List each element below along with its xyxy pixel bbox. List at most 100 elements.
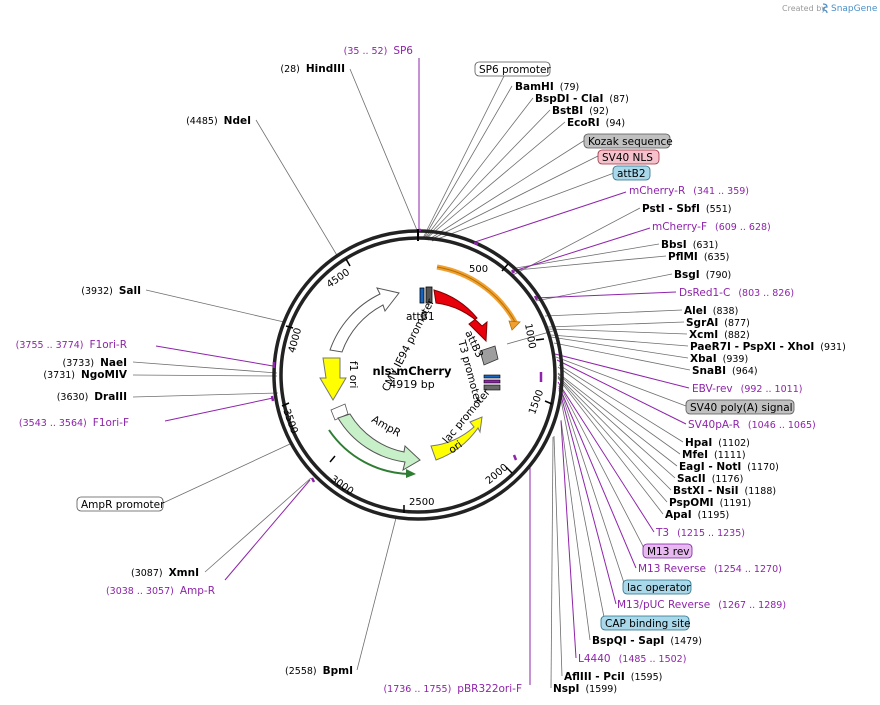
feature-box-sv40-nls [597,149,660,165]
primer-label-dsred1-c: DsRed1-C(803 .. 826) [679,287,794,299]
site-label-psti-sbfi: PstI - SbfI(551) [642,203,731,215]
cmv-promoter-feature [329,287,400,353]
site-label-naei: (3733)NaeI [63,357,128,369]
ampr-promoter-marker [330,403,349,421]
ampr-outer-line [328,429,411,475]
tick-label-2000: 2000 [484,462,511,487]
plasmid-length: 4919 bp [389,378,434,391]
snapgene-brand: SnapGene [831,4,878,14]
snapgene-logo-icon [822,3,828,14]
site-label-snabi: SnaBI(964) [692,365,758,377]
created-by-text: Created by [782,4,826,13]
tick-label-500: 500 [469,264,488,275]
feature-box-ampr-promoter [76,496,164,512]
site-label-bstxi-nsii: BstXI - NsiI(1188) [673,485,776,497]
primer-label-sp6: (35 .. 52)SP6 [344,45,414,57]
ampr-label: AmpR [369,413,402,439]
primer-label-f1ori-r: (3755 .. 3774)F1ori-R [16,339,127,351]
feature-box-kozak [583,133,671,149]
primer-connector-lines [155,58,690,685]
m13-rev-marker [483,379,501,384]
feature-label-sv40-nls: SV40 NLS [602,152,653,164]
feature-box-cap-binding [600,615,690,631]
tick-label-2500: 2500 [409,497,434,508]
site-label-ecori: EcoRI(94) [567,117,625,129]
primer-label-m13-reverse: M13 Reverse(1254 .. 1270) [638,563,782,575]
feature-box-lac-operator [622,579,692,595]
site-label-eagi-noti: EagI - NotI(1170) [679,461,779,473]
right-site-labels: BamHI(79) BspDI - ClaI(87) BstBI(92) Eco… [515,81,846,695]
tick-label-1000: 1000 [522,323,537,350]
site-label-alei: AleI(838) [684,305,738,317]
attb1-label: attB1 [406,311,435,323]
site-label-draiii: (3630)DraIII [57,391,127,403]
primer-label-l4440: L4440(1485 .. 1502) [578,653,686,665]
site-label-bsgi: BsgI(790) [674,269,731,281]
site-label-bbsi: BbsI(631) [661,239,718,251]
feature-box-sv40-polya [685,399,795,415]
primer-label-amp-r: (3038 .. 3057)Amp-R [106,585,215,597]
site-label-apai: ApaI(1195) [665,509,729,521]
feature-label-ampr-promoter: AmpR promoter [81,499,165,511]
attb3-marker [483,374,501,379]
feature-label-attb2: attB2 [617,168,646,180]
orange-feature-arrow-icon [508,320,521,331]
primer-label-mcherry-f: mCherry-F(609 .. 628) [652,221,771,233]
ruler-ticks [281,258,553,513]
site-label-mfei: MfeI(1111) [682,449,746,461]
site-label-bamhi: BamHI(79) [515,81,579,93]
feature-label-lac-operator: lac operator [627,582,691,594]
ori-feature [430,416,483,461]
feature-box-sp6-promoter [474,61,551,77]
site-label-bpmi: (2558)BpmI [285,665,353,677]
site-label-pspomi: PspOMI(1191) [669,497,751,509]
site-label-hindiii: (28)HindIII [280,63,345,75]
orange-feature-outline [436,266,516,323]
site-label-pflmi: PflMI(635) [668,251,729,263]
primer-label-m13-puc-reverse: M13/pUC Reverse(1267 .. 1289) [617,599,786,611]
primer-label-ebv-rev: EBV-rev(992 .. 1011) [692,383,802,395]
site-label-bspqi-sapi: BspQI - SapI(1479) [592,635,702,647]
left-site-labels: (28)HindIII (4485)NdeI (3932)SalI (3733)… [43,63,353,677]
connector-lines [132,67,691,689]
ampr-direction-icon [406,469,416,478]
tick-label-1500: 1500 [527,388,546,416]
primer-label-t3: T3(1215 .. 1235) [655,527,745,539]
site-label-bspdi-clai: BspDI - ClaI(87) [535,93,629,105]
primer-binding-marks [270,228,543,483]
left-primer-labels: (35 .. 52)SP6 (3755 .. 3774)F1ori-R (354… [16,45,522,695]
attb1-marker [419,287,425,304]
primer-label-f1ori-f: (3543 .. 3564)F1ori-F [19,417,129,429]
plasmid-name: nls-mCherry [373,364,452,378]
site-label-ndei: (4485)NdeI [186,115,251,127]
tick-label-3000: 3000 [328,474,355,498]
site-label-afliii-pcii: AflIII - PciI(1595) [564,671,662,683]
site-label-xbai: XbaI(939) [690,353,748,365]
primer-label-mcherry-r: mCherry-R(341 .. 359) [629,185,749,197]
feature-label-m13-rev: M13 rev [647,546,690,558]
f1-ori-label: f1 ori [347,361,359,388]
feature-box-attb2 [612,165,651,181]
feature-boxes: SP6 promoter Kozak sequence SV40 NLS att… [76,61,795,631]
site-label-sali: (3932)SalI [81,285,141,297]
lac-operator-marker [483,384,501,391]
site-label-ngomiv: (3731)NgoMIV [43,369,127,381]
right-primer-labels: mCherry-R(341 .. 359) mCherry-F(609 .. 6… [578,185,816,665]
site-label-xcmi: XcmI(882) [689,329,750,341]
site-label-bstbi: BstBI(92) [552,105,609,117]
feature-box-m13-rev [642,543,693,559]
primer-label-pbr322ori-f: (1736 .. 1755)pBR322ori-F [383,683,522,695]
f1-ori-feature [319,357,347,401]
site-label-sacii: SacII(1176) [677,473,743,485]
feature-label-sv40-polya: SV40 poly(A) signal [690,402,793,414]
site-label-paer7i-pspxi-xhoi: PaeR7I - PspXI - XhoI(931) [690,341,846,353]
sv40-polya-marker [479,345,499,366]
mcherry-feature [433,289,488,343]
feature-label-sp6-promoter: SP6 promoter [479,64,551,76]
feature-label-kozak: Kozak sequence [588,136,673,148]
site-label-sgrai: SgrAI(877) [686,317,750,329]
primer-label-sv40pa-r: SV40pA-R(1046 .. 1065) [688,419,816,431]
ampr-feature [337,413,421,472]
feature-label-cap-binding: CAP binding site [605,618,691,630]
